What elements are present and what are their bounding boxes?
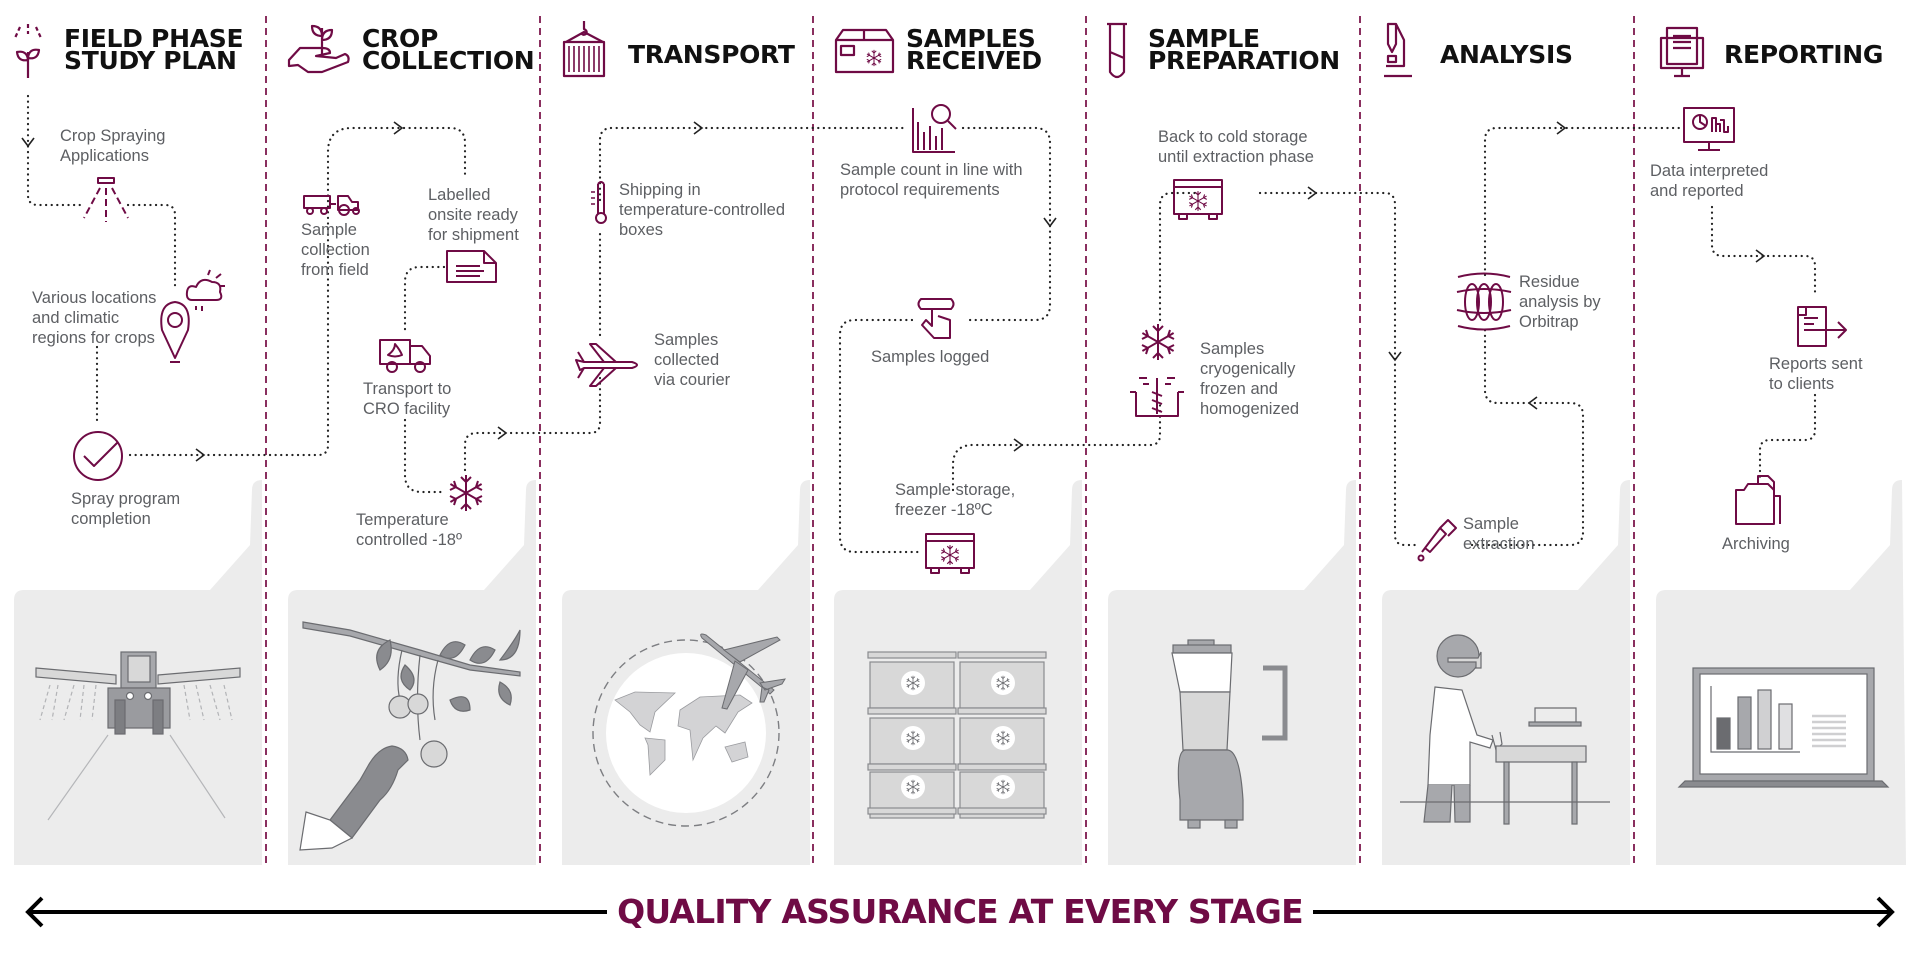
send-report-icon <box>1797 306 1847 347</box>
arrow-left-icon <box>25 896 44 928</box>
freezer-boxes-illustration <box>867 651 1047 819</box>
header-icons <box>13 21 1705 79</box>
stage-title-samples-received: SAMPLES RECEIVED <box>906 24 1042 75</box>
arrowhead-icon <box>1527 396 1538 410</box>
stage-dividers <box>265 16 1635 865</box>
tractor-trailer-icon <box>303 195 360 216</box>
test-tube-icon <box>1107 22 1127 79</box>
step-label: Archiving <box>1722 535 1790 553</box>
arrow-right-icon <box>1876 896 1895 928</box>
flow-path <box>26 94 1817 554</box>
step-label: Various locations and climatic regions f… <box>32 289 157 347</box>
chart-bar <box>1757 689 1772 750</box>
touch-screen-icon <box>917 298 955 339</box>
step-icons <box>73 104 1847 573</box>
step-label: Shipping in temperature-controlled boxes <box>619 181 785 239</box>
hand-plant-icon <box>287 24 350 74</box>
arrowhead-icon <box>693 121 704 135</box>
microscope-icon <box>1384 22 1412 78</box>
flow-arrowheads <box>21 121 1766 462</box>
step-label: Residue analysis by Orbitrap <box>1519 273 1601 331</box>
globe-airplane-illustration <box>592 633 786 827</box>
pipette-icon <box>1417 519 1457 562</box>
panel-sample-preparation <box>1108 480 1356 865</box>
step-label: Labelled onsite ready for shipment <box>428 186 519 244</box>
step-label: Temperature controlled -18º <box>356 511 463 549</box>
step-label: Sample extraction <box>1463 515 1535 553</box>
arrowhead-icon <box>1013 438 1024 452</box>
airplane-icon <box>575 343 638 387</box>
label-document-icon <box>446 250 497 283</box>
step-label: Crop Spraying Applications <box>60 127 166 165</box>
chart-bar <box>1737 696 1752 750</box>
step-label: Back to cold storage until extraction ph… <box>1158 128 1314 166</box>
computer-report-icon <box>1659 26 1705 78</box>
step-label: Reports sent to clients <box>1769 355 1863 393</box>
lab-scientist-illustration <box>1400 634 1610 825</box>
location-weather-icon <box>160 269 225 363</box>
step-label: Sample count in line with protocol requi… <box>840 161 1023 199</box>
arrowhead-icon <box>1556 121 1567 135</box>
step-label: Samples logged <box>871 348 990 366</box>
freezer-icon <box>1174 180 1222 219</box>
freezer-icon <box>926 534 974 573</box>
chart-magnifier-icon <box>912 104 957 153</box>
step-label: Transport to CRO facility <box>363 380 452 418</box>
arrowhead-icon <box>1755 249 1766 263</box>
step-label: Sample collection from field <box>301 221 370 279</box>
blender-illustration <box>1171 639 1288 829</box>
chart-bar <box>1716 717 1731 750</box>
stage-title-analysis: ANALYSIS <box>1440 40 1573 69</box>
tractor-sprayer-illustration <box>35 651 241 821</box>
step-label: Samples cryogenically frozen and homogen… <box>1200 340 1300 418</box>
banner-text: QUALITY ASSURANCE AT EVERY STAGE <box>607 892 1313 931</box>
chart-bar <box>1778 703 1793 750</box>
step-label: Samples collected via courier <box>654 331 731 389</box>
arrowhead-icon <box>1043 217 1057 228</box>
step-label: Sample storage, freezer -18ºC <box>895 481 1016 519</box>
laptop-chart-illustration <box>1677 667 1890 788</box>
stage-title-field-phase: FIELD PHASE STUDY PLAN <box>64 24 244 75</box>
arrowhead-icon <box>393 121 404 135</box>
sprout-spray-icon <box>13 24 43 78</box>
stage-title-reporting: REPORTING <box>1724 40 1884 69</box>
arrowhead-icon <box>21 137 35 148</box>
hand-picking-apples-illustration <box>299 621 521 851</box>
arrowhead-icon <box>1307 186 1318 200</box>
stage-title-transport: TRANSPORT <box>628 40 795 69</box>
archive-folder-icon <box>1735 475 1781 525</box>
homogenizer-icon <box>1130 377 1184 417</box>
thermometer-icon <box>591 181 607 224</box>
quality-arrow <box>25 896 1895 928</box>
shipping-container-icon <box>562 21 606 78</box>
orbitrap-icon <box>1456 272 1512 331</box>
arrowhead-icon <box>195 448 206 462</box>
step-label: Spray program completion <box>71 490 181 528</box>
stage-title-sample-preparation: SAMPLE PREPARATION <box>1148 24 1340 75</box>
sprayer-nozzle-icon <box>83 177 129 222</box>
monitor-analytics-icon <box>1683 107 1735 151</box>
snowflake-icon <box>1141 323 1175 361</box>
quality-assurance-banner: QUALITY ASSURANCE AT EVERY STAGE <box>0 892 1920 931</box>
delivery-truck-icon <box>379 339 431 373</box>
frozen-box-icon <box>834 28 895 74</box>
arrowhead-icon <box>1388 351 1402 362</box>
step-label: Data interpreted and reported <box>1650 162 1769 200</box>
arrowhead-icon <box>497 426 508 440</box>
stage-title-crop-collection: CROP COLLECTION <box>362 24 535 75</box>
checkmark-circle-icon <box>73 431 123 481</box>
snowflake-icon <box>449 474 483 512</box>
